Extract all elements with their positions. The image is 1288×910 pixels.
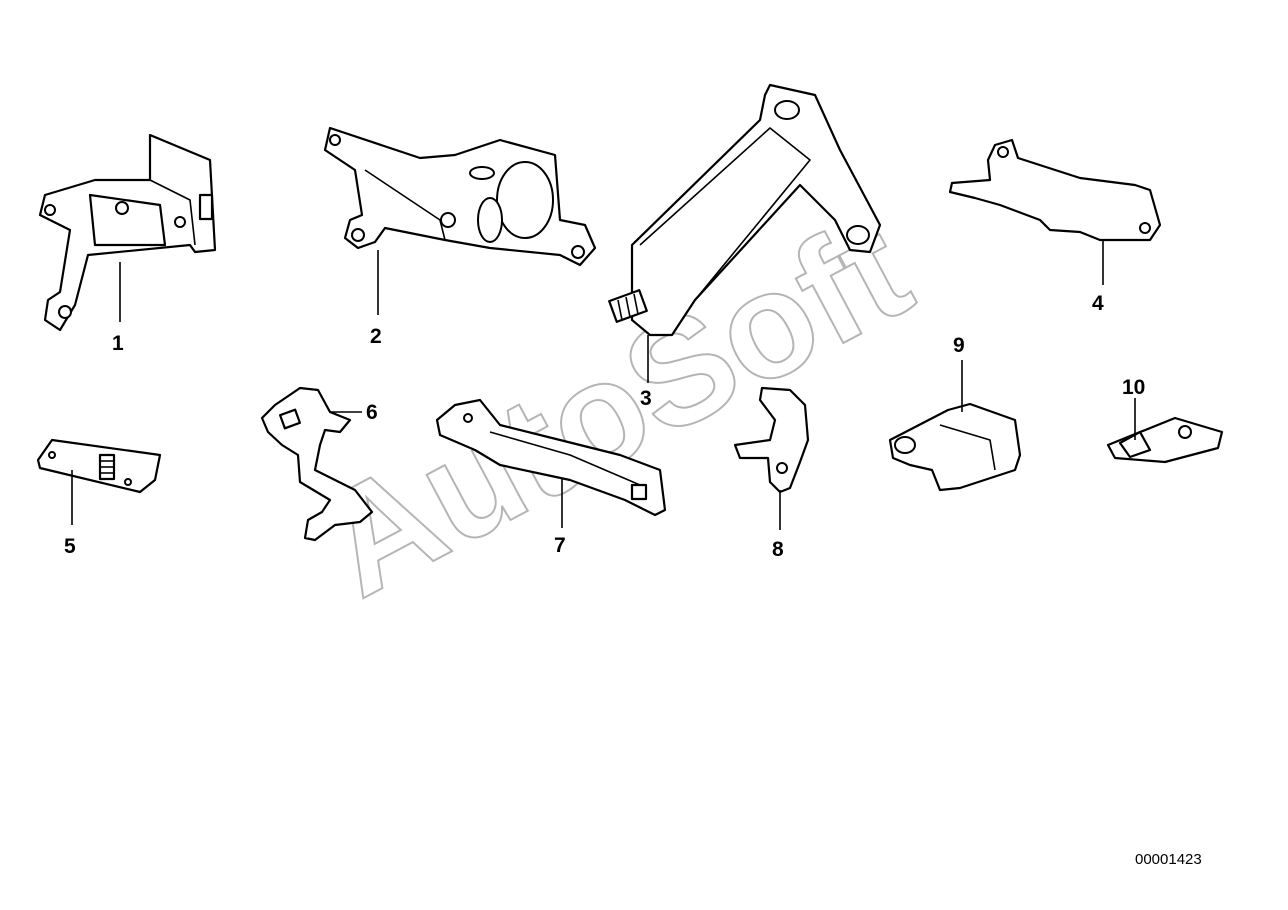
callout-5: 5 <box>64 535 76 558</box>
callout-4: 4 <box>1092 292 1104 315</box>
part-7-long-bracket[interactable] <box>435 398 667 517</box>
part-9-clip[interactable] <box>888 402 1022 492</box>
part-1-bracket[interactable] <box>38 133 217 332</box>
part-8-angle-bracket[interactable] <box>733 386 810 494</box>
callout-2: 2 <box>370 325 382 348</box>
callout-7: 7 <box>554 534 566 557</box>
callout-9: 9 <box>953 334 965 357</box>
callout-6: 6 <box>366 401 378 424</box>
part-6-bent-bracket[interactable] <box>260 386 374 542</box>
document-number: 00001423 <box>1135 851 1202 868</box>
part-5-plate-stud[interactable] <box>36 438 162 494</box>
callout-3: 3 <box>640 387 652 410</box>
callout-1: 1 <box>112 332 124 355</box>
part-4-plate[interactable] <box>948 138 1162 242</box>
part-10-tab[interactable] <box>1106 416 1224 464</box>
watermark-text: AutoSoft <box>296 183 934 629</box>
part-2-bracket[interactable] <box>323 126 597 267</box>
callout-10: 10 <box>1122 376 1145 399</box>
part-3-strut[interactable] <box>608 83 882 337</box>
callout-8: 8 <box>772 538 784 561</box>
